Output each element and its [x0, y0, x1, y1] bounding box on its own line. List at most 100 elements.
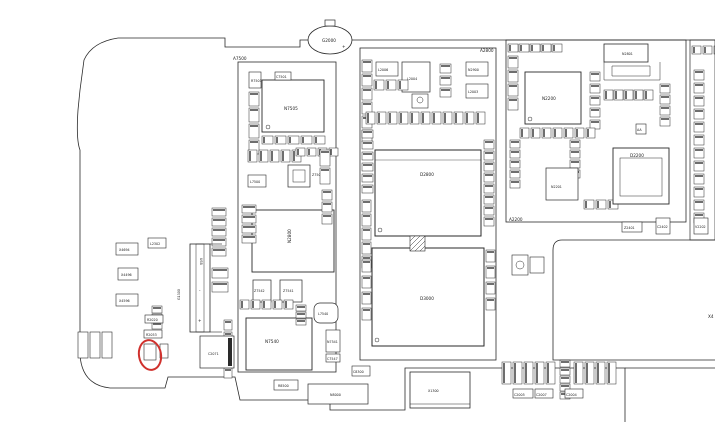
smd-part: [693, 147, 705, 159]
smd-pad: [635, 91, 637, 99]
smd-pad: [285, 301, 287, 308]
smd-pad: [363, 175, 372, 177]
smd-pad: [378, 113, 380, 123]
smd-part: [552, 127, 563, 139]
smd-pad: [536, 363, 538, 383]
smd-part: [702, 45, 713, 55]
smd-part: [540, 43, 552, 53]
smd-part: [397, 79, 409, 91]
ic-d2800: D2800: [374, 149, 482, 237]
smd-part: [541, 127, 552, 139]
smd-pad: [375, 81, 377, 89]
smd-part: [509, 149, 521, 159]
smd-part: [361, 307, 372, 321]
svg-text:AA: AA: [637, 128, 642, 132]
smd-part: [589, 95, 601, 106]
smd-part: [569, 139, 581, 149]
z7504: Z7504: [287, 164, 323, 188]
smd-pad: [514, 363, 516, 383]
smd-part: [485, 281, 496, 295]
smd-pad: [276, 137, 278, 143]
smd-part: [376, 111, 387, 125]
ic-d2200: D2200: [612, 147, 670, 205]
smd-pad: [289, 137, 291, 143]
smd-pad: [302, 137, 304, 143]
section-a7500: A7500: [233, 56, 247, 61]
smd-part: [361, 73, 373, 87]
smd-pad: [153, 307, 161, 309]
smd-pad: [547, 363, 549, 383]
smd-part: [361, 87, 373, 101]
l2006: L2006: [378, 68, 388, 72]
smd-pad: [297, 320, 305, 322]
smd-pad: [400, 113, 402, 123]
smd-pad: [321, 169, 329, 171]
smd-part: [269, 149, 280, 163]
r7501: R7501: [251, 79, 262, 83]
smd-part: [361, 199, 372, 213]
smd-pad: [323, 215, 331, 217]
smd-pad: [521, 129, 523, 137]
smd-pad: [213, 249, 225, 251]
smd-pad: [695, 136, 703, 138]
smd-part: [534, 361, 545, 385]
smd-pad: [274, 301, 276, 308]
display-pad-area: [552, 239, 715, 361]
smd-pad: [561, 361, 569, 363]
smd-part: [545, 361, 556, 385]
smd-part: [693, 69, 705, 81]
smd-pad: [363, 277, 370, 279]
smd-pad: [249, 151, 251, 161]
smd-part: [439, 75, 452, 86]
smd-pad: [608, 363, 610, 383]
svg-text:X4596: X4596: [119, 299, 130, 303]
smd-pad: [213, 219, 225, 221]
smd-part: [385, 79, 397, 91]
x1300: X1300: [409, 371, 471, 409]
n7541: N7541: [327, 340, 338, 344]
smd-part: [691, 45, 702, 55]
smd-part: [512, 361, 523, 385]
smd-pad: [363, 261, 370, 263]
smd-part: [485, 265, 496, 279]
c2004: C2004: [566, 393, 577, 397]
smd-pad: [213, 269, 227, 271]
usb-pin-minus: -: [199, 288, 201, 293]
smd-part: [321, 201, 333, 213]
section-a2800: A2800: [480, 48, 494, 53]
svg-text:Z7504: Z7504: [312, 173, 323, 177]
smd-pad: [531, 45, 533, 51]
smd-part: [559, 375, 571, 384]
smd-part: [693, 186, 705, 198]
smd-part: [633, 89, 644, 101]
smd-pad: [213, 283, 227, 285]
smd-pad: [509, 45, 511, 51]
smd-part: [585, 127, 596, 139]
x4596: X4596: [115, 293, 139, 307]
smd-pad: [485, 152, 493, 154]
smd-part: [583, 199, 595, 210]
usb-label: USB: [199, 258, 203, 266]
svg-text:X1300: X1300: [428, 389, 439, 393]
smd-part: [283, 299, 294, 310]
smd-part: [361, 59, 373, 73]
smd-part: [518, 43, 530, 53]
smd-pad: [485, 185, 493, 187]
svg-text:X4694: X4694: [119, 248, 130, 252]
smd-part: [483, 139, 495, 150]
smd-part: [584, 361, 595, 385]
smd-part: [361, 241, 372, 255]
smd-part: [659, 116, 671, 127]
x4694: X4694: [115, 242, 139, 256]
smd-part: [530, 127, 541, 139]
c2007: C2007: [536, 393, 547, 397]
smd-part: [321, 189, 333, 201]
smd-part: [241, 214, 257, 224]
smd-part: [223, 319, 233, 331]
smd-pad: [704, 47, 706, 53]
smd-pad: [485, 141, 493, 143]
svg-text:N2200: N2200: [542, 96, 556, 101]
smd-pad: [661, 118, 669, 120]
connector-ref: G1300: [177, 289, 181, 300]
smd-part: [551, 43, 563, 53]
